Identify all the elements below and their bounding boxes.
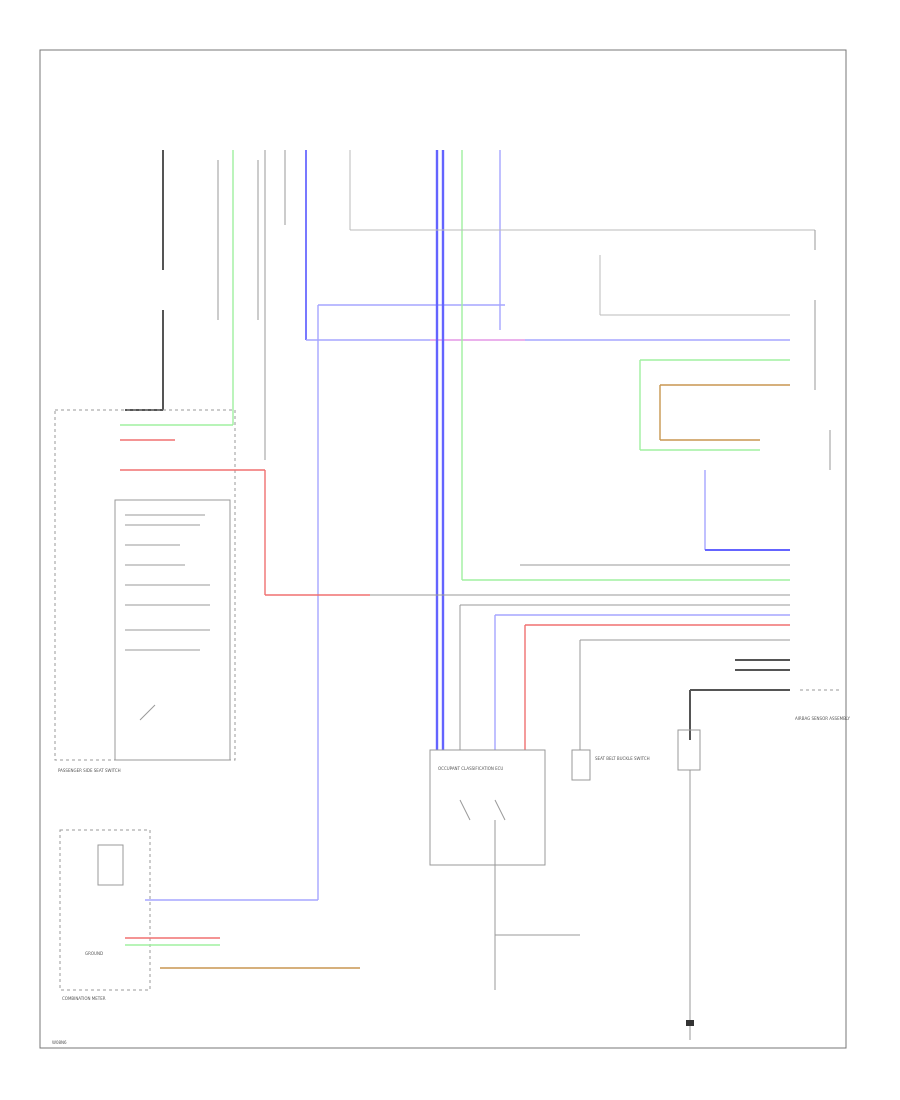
label-airbag-sensor: AIRBAG SENSOR ASSEMBLY bbox=[795, 716, 851, 721]
label-left-component: PASSENGER SIDE SEAT SWITCH bbox=[58, 768, 121, 773]
lower-drops bbox=[459, 605, 691, 750]
label-seat-belt-buckle: SEAT BELT BUCKLE SWITCH bbox=[595, 756, 650, 761]
diagram-frame bbox=[39, 49, 847, 1049]
label-occupant-sensor: OCCUPANT CLASSIFICATION ECU bbox=[438, 766, 503, 771]
right-sensor bbox=[677, 729, 701, 1040]
right-connectors bbox=[370, 230, 840, 691]
left-switch-box bbox=[54, 409, 236, 761]
footer-code: W08N6 bbox=[52, 1040, 67, 1045]
combination-meter-block bbox=[59, 829, 360, 991]
label-combination-meter: COMBINATION METER bbox=[62, 996, 106, 1001]
buckle-connector bbox=[571, 749, 591, 781]
label-ground: GROUND bbox=[85, 951, 103, 956]
center-ecu-box bbox=[429, 749, 580, 990]
top-source-lines bbox=[120, 150, 815, 901]
